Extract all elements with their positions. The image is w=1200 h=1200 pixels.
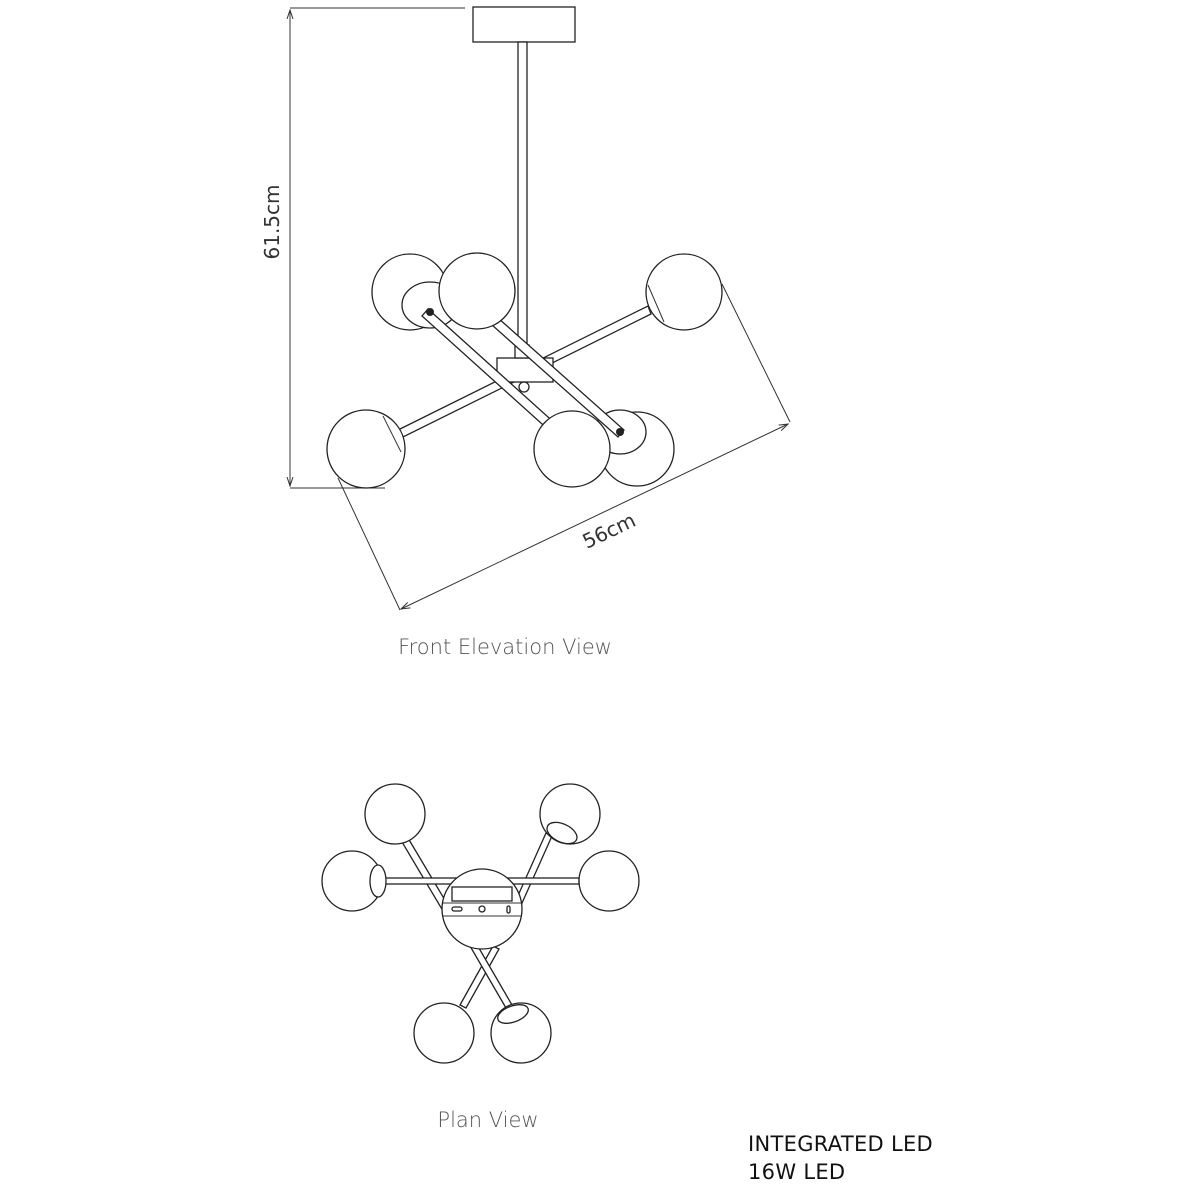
ceiling-canopy [472, 6, 576, 43]
width-dimension-label: 56cm [579, 508, 640, 554]
plan-view-drawing: Plan View [321, 783, 640, 1132]
front-elevation-drawing: 61.5cm 56cm Front Elevation View [260, 6, 791, 659]
globe-shade [645, 253, 723, 331]
globe-holder-edge [647, 284, 665, 323]
globe-holder [546, 821, 578, 845]
suspension-rod [517, 41, 528, 359]
globe-shade [326, 409, 406, 489]
globe-shade [413, 1002, 475, 1064]
width-extension-left [337, 477, 401, 611]
globe-holder [369, 864, 387, 898]
width-extension-right [721, 283, 791, 423]
arm-joint [616, 428, 624, 436]
hub-slot [451, 906, 463, 912]
height-dimension-label: 61.5cm [260, 184, 284, 259]
arm-joint [426, 308, 434, 316]
width-dimension-line [401, 424, 788, 609]
globe-holder [497, 1004, 529, 1024]
globe-shade [364, 783, 426, 845]
hub-screw [518, 381, 530, 393]
hub-driver-box [451, 886, 513, 902]
globe-holder-edge [382, 415, 402, 453]
front-elevation-title: Front Elevation View [398, 635, 612, 659]
plan-view-title: Plan View [437, 1108, 538, 1132]
hub-slot [506, 905, 511, 914]
globe-shade [533, 410, 611, 488]
spec-led-type: INTEGRATED LED [748, 1132, 934, 1156]
globe-shade [438, 252, 516, 330]
globe-shade [578, 850, 640, 912]
hub-screw [478, 905, 486, 913]
spec-wattage: 16W LED [748, 1160, 846, 1184]
